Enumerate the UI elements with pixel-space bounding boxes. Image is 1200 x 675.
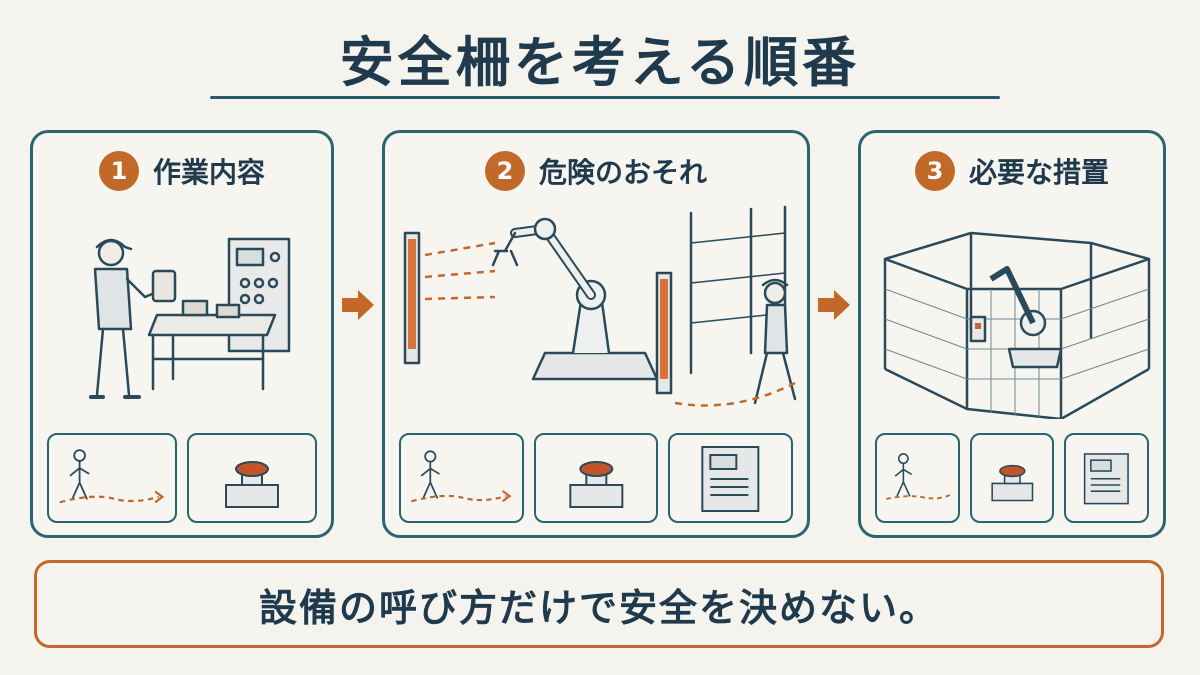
step-header-3: 3 必要な措置 (861, 151, 1163, 191)
fenced-robot-cell-illustration (883, 231, 1151, 419)
tile-emergency-stop (533, 433, 659, 523)
page-title: 安全柵を考える順番 (339, 31, 861, 94)
tile-control-panel (1064, 433, 1150, 523)
worker-head-icon (424, 450, 437, 463)
worker-head-icon (897, 453, 909, 465)
tile-emergency-stop (187, 433, 317, 523)
worker-at-workbench-illustration (89, 237, 291, 399)
title-underline (210, 96, 1000, 99)
step-header-1: 1 作業内容 (33, 151, 331, 191)
tile-emergency-stop (969, 433, 1055, 523)
step-number-1: 1 (98, 151, 139, 191)
tile-walking-worker (47, 433, 177, 523)
step-number-2: 2 (484, 151, 525, 191)
step3-tiles (875, 433, 1150, 523)
worker-head-icon (73, 449, 86, 462)
tile-walking-worker (875, 433, 960, 523)
step-panel-2: 2 危険のおそれ (382, 130, 810, 538)
tile-control-panel (668, 433, 794, 523)
step-panel-3: 3 必要な措置 (858, 130, 1166, 538)
robot-hazard-illustration (403, 205, 797, 407)
step-label-3: 必要な措置 (968, 156, 1109, 189)
step-header-2: 2 危険のおそれ (385, 151, 807, 191)
step1-tiles (47, 433, 317, 523)
step-label-1: 作業内容 (152, 156, 265, 189)
flow-arrow-2-to-3 (818, 290, 850, 320)
step2-tiles (399, 433, 794, 523)
step-panel-1: 1 作業内容 (30, 130, 334, 538)
key-message-box: 設備の呼び方だけで安全を決めない。 (34, 560, 1164, 648)
step-number-3: 3 (914, 151, 955, 191)
flow-arrow-1-to-2 (342, 290, 374, 320)
key-message: 設備の呼び方だけで安全を決めない。 (258, 585, 939, 630)
step-label-2: 危険のおそれ (538, 156, 707, 189)
tile-walking-worker (399, 433, 524, 523)
